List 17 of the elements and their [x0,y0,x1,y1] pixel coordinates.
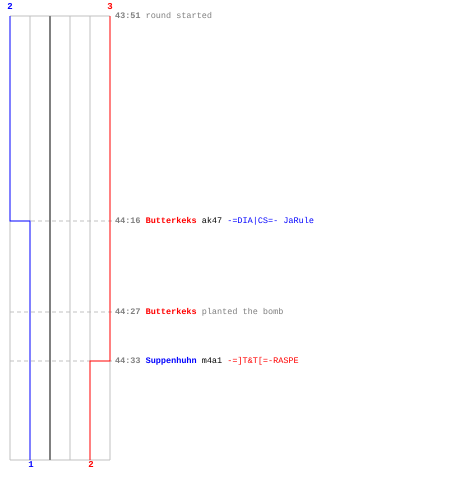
event-text: m4a1 [202,356,222,366]
timestamp: 44:16 [115,216,141,226]
event-text: ak47 [202,216,222,226]
timestamp: 43:51 [115,11,141,21]
event-text: Butterkeks [146,216,197,226]
player-count: 3 [107,3,113,12]
timestamp: 44:33 [115,356,141,366]
event-text: round started [146,11,212,21]
player-count: 2 [7,3,13,12]
event-text: Butterkeks [146,307,197,317]
event-text: -=]T&T[=-RASPE [227,356,299,366]
event-text: Suppenhuhn [146,356,197,366]
event-text: -=DIA|CS=- JaRule [227,216,314,226]
timestamp: 44:27 [115,307,141,317]
player-count: 1 [28,461,34,470]
event-text: planted the bomb [202,307,284,317]
player-count: 2 [88,461,94,470]
